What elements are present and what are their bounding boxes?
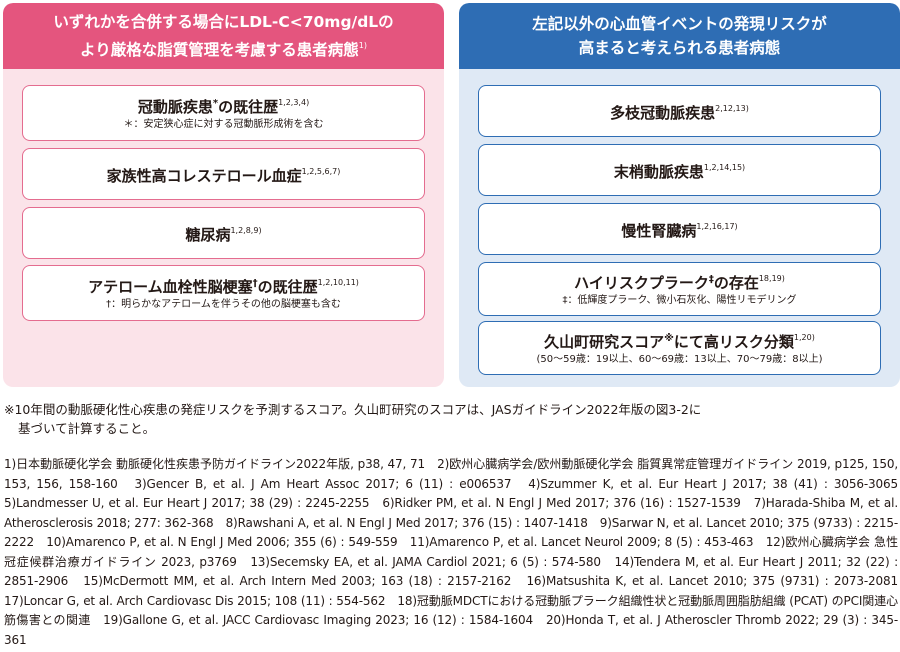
footnote-marker: ‡ [708,274,714,285]
condition-label: 冠動脈疾患 [137,98,213,116]
score-footnote-line2: 基づいて計算すること。 [18,421,156,436]
condition-refs: 1,2,5,6,7) [301,167,341,176]
condition-suffix: の既往歴 [218,98,279,116]
condition-refs: 1,2,14,15) [703,163,746,172]
condition-card-diabetes: 糖尿病1,2,8,9) [22,207,425,259]
condition-suffix: にて高リスク分類 [673,333,794,351]
condition-label: ハイリスクプラーク [574,274,709,292]
condition-note: †：明らかなアテロームを伴うその他の脳梗塞も含む [106,299,341,310]
condition-card-hisayama: 久山町研究スコア※にて高リスク分類1,20) (50～59歳：19以上、60～6… [478,321,881,375]
condition-suffix: の既往歴 [257,278,318,296]
left-panel-header: いずれかを合併する場合にLDL-C<70mg/dLの より厳格な脂質管理を考慮す… [3,3,444,69]
condition-note: (50～59歳：19以上、60～69歳：13以上、70～79歳：8以上) [536,354,823,365]
condition-label: 多枝冠動脈疾患 [610,104,716,122]
condition-refs: 1,20) [793,333,815,342]
right-panel-header: 左記以外の心血管イベントの発現リスクが 高まると考えられる患者病態 [459,3,900,69]
left-panel-title-line2: より厳格な脂質管理を考慮する患者病態 [80,41,359,59]
condition-label: 家族性高コレステロール血症 [106,167,302,185]
condition-card-ckd: 慢性腎臓病1,2,16,17) [478,203,881,255]
left-panel-title-ref: 1) [358,41,367,50]
condition-suffix: の存在 [713,274,759,292]
condition-label: 末梢動脈疾患 [613,163,704,181]
score-footnote-line1: ※10年間の動脈硬化性心疾患の発症リスクを予測するスコア。久山町研究のスコアは、… [4,402,702,417]
condition-label: アテローム血栓性脳梗塞 [88,278,253,296]
condition-refs: 1,2,10,11) [317,278,359,287]
condition-refs: 1,2,8,9) [230,226,262,235]
references: 1)日本動脈硬化学会 動脈硬化性疾患予防ガイドライン2022年版, p38, 4… [4,457,900,647]
condition-card-coronary: 冠動脈疾患*の既往歴1,2,3,4) ＊：安定狭心症に対する冠動脈形成術を含む [22,85,425,141]
condition-refs: 1,2,3,4) [278,98,310,107]
left-panel: いずれかを合併する場合にLDL-C<70mg/dLの より厳格な脂質管理を考慮す… [3,3,444,387]
score-footnote: ※10年間の動脈硬化性心疾患の発症リスクを予測するスコア。久山町研究のスコアは、… [4,400,894,438]
right-panel: 左記以外の心血管イベントの発現リスクが 高まると考えられる患者病態 多枝冠動脈疾… [459,3,900,387]
left-panel-title-line1: いずれかを合併する場合にLDL-C<70mg/dLの [53,13,394,31]
condition-label: 糖尿病 [185,226,231,244]
condition-card-fh: 家族性高コレステロール血症1,2,5,6,7) [22,148,425,200]
right-panel-title-line1: 左記以外の心血管イベントの発現リスクが [532,15,827,33]
condition-card-plaque: ハイリスクプラーク‡の存在18,19) ‡：低輝度プラーク、微小石灰化、陽性リモ… [478,262,881,316]
right-panel-title-line2: 高まると考えられる患者病態 [578,39,781,57]
footnote-marker: * [212,98,219,109]
footnote-marker: ※ [664,333,674,344]
condition-label: 久山町研究スコア [544,333,665,351]
condition-note: ‡：低輝度プラーク、微小石灰化、陽性リモデリング [562,295,797,306]
condition-refs: 18,19) [758,274,785,283]
condition-card-stroke: アテローム血栓性脳梗塞†の既往歴1,2,10,11) †：明らかなアテロームを伴… [22,265,425,321]
condition-card-pad: 末梢動脈疾患1,2,14,15) [478,144,881,196]
condition-refs: 2,12,13) [715,104,749,113]
condition-refs: 1,2,16,17) [696,222,738,231]
condition-card-multivessel: 多枝冠動脈疾患2,12,13) [478,85,881,137]
condition-label: 慢性腎臓病 [621,222,697,240]
condition-note: ＊：安定狭心症に対する冠動脈形成術を含む [123,119,324,130]
footnote-marker: † [252,278,258,289]
